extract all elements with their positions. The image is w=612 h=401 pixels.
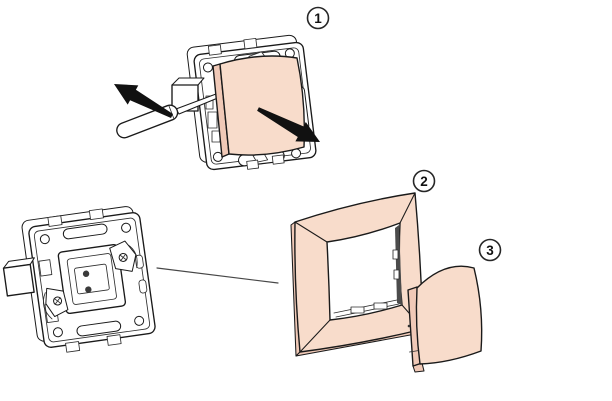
screw-cross [54,297,61,305]
callout-2-circle [412,169,436,193]
rocker-face [219,55,306,156]
opening-latch [393,269,400,280]
opening-ledge [333,299,398,314]
rocker-side-notch [409,350,420,353]
plate-top-tab [243,37,258,50]
screwdriver-ferrule [168,105,175,120]
step1-switch-assembly [114,34,320,171]
plaster-claw-rear [2,257,35,297]
claw-top-face [171,77,205,86]
screw-cross [120,253,127,262]
plaster-claw [171,77,205,112]
plate-inner-contour [33,217,151,343]
frame-part [290,192,424,357]
callout-1: 1 [306,6,330,30]
callout-1-circle [306,6,330,30]
bottom-oval-slot [76,320,122,337]
opening-tab [350,306,365,314]
opening-tab [373,302,388,310]
top-oval-slot [62,223,108,240]
terminal-screw [82,270,90,277]
terminal-screw [85,286,92,293]
frame-miter [299,319,331,353]
plate-bottom-tab [106,334,122,346]
claw-right [109,240,138,272]
latch-bit [207,111,218,129]
mechanism-rear-view [2,206,156,353]
opening-shadow [395,225,402,305]
callout-3: 3 [478,238,502,262]
callout-2: 2 [412,169,436,193]
arrow-down-right-icon [257,107,320,142]
claw-rail [38,259,53,277]
plate-top-tab [47,215,63,227]
screw-hole [39,234,50,245]
latch-bit [211,130,221,143]
bottom-notch [246,159,260,170]
plate-bottom-tab [65,341,81,353]
frame-ring [294,192,424,353]
opening-ledge [335,303,400,318]
claw-arm [43,292,53,320]
core-outer [57,243,127,315]
rocker-pivot-dot [407,324,411,328]
side-slot [138,279,148,294]
connector-line [156,267,279,284]
claw-front-face [2,263,35,297]
callout-3-circle [478,238,502,262]
core-mid [66,253,117,305]
opening-latch [392,249,399,260]
claw-left [43,287,69,320]
frame-miter [399,192,416,224]
frame-miter [294,221,328,243]
rocker-part [407,265,483,373]
plate-top-tab [88,208,104,221]
bottom-notch [271,154,285,165]
rocker-installed [212,55,306,158]
rocker-face [415,265,483,365]
screw-hole [202,62,213,73]
callout-3-number: 3 [486,243,494,258]
arrow-up-left-icon [114,84,173,118]
callout-2-number: 2 [420,174,428,189]
screw-hole [121,222,132,233]
plate-top-tab [207,44,222,56]
switch-mechanism-core [57,243,127,315]
callout-1-number: 1 [314,11,322,26]
screw-hole [52,327,63,338]
screw-hole [134,315,145,326]
core-actuator [74,263,110,295]
